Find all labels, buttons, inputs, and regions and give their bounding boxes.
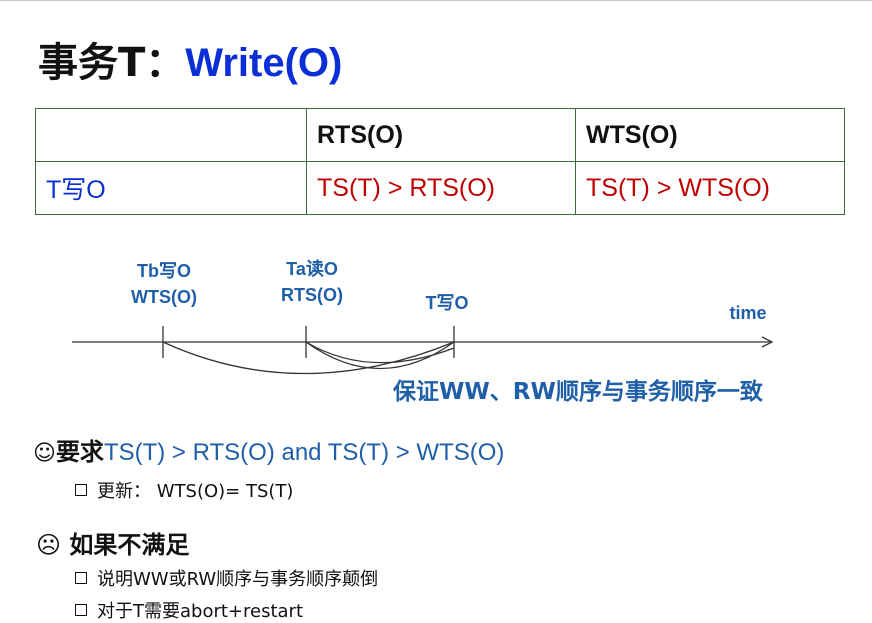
failure-heading: ☹ 如果不满足 (36, 525, 189, 560)
table-header-row: RTS(O) WTS(O) (35, 108, 845, 162)
table-header-empty (35, 108, 307, 162)
failure-item-2: 对于T需要abort+restart (97, 601, 304, 622)
tb-wts: WTS(O) (131, 287, 197, 307)
tb-label: Tb写O WTS(O) (118, 258, 210, 310)
time-axis-label: time (729, 303, 767, 323)
title-operation: Write(O) (185, 41, 343, 85)
list-item: 更新： WTS(O)= TS(T) (75, 477, 293, 503)
frown-icon: ☹ (36, 531, 62, 559)
requirement-line: ☺要求TS(T) > RTS(O) and TS(T) > WTS(O) (33, 432, 504, 467)
checkbox-bullet-icon (75, 484, 87, 496)
ta-op: Ta读O (286, 259, 338, 279)
table-cell-rts-condition: TS(T) > RTS(O) (306, 161, 576, 215)
failure-item-1: 说明WW或RW顺序与事务顺序颠倒 (97, 569, 379, 590)
checkbox-bullet-icon (75, 572, 87, 584)
smiley-icon: ☺ (33, 441, 56, 466)
arc-ta-to-t-upper (305, 341, 455, 364)
title-prefix: 事务T： (38, 40, 186, 86)
arc-tb-to-t (162, 341, 455, 375)
requirement-condition: TS(T) > RTS(O) and TS(T) > WTS(O) (103, 439, 505, 466)
list-item: 对于T需要abort+restart (75, 597, 303, 623)
arc-ta-to-t-lower (305, 341, 455, 370)
checkbox-bullet-icon (75, 604, 87, 616)
time-axis-arrow (761, 336, 774, 348)
update-text: 更新： WTS(O)= TS(T) (97, 481, 294, 502)
table-header-wts: WTS(O) (575, 108, 845, 162)
table-cell-wts-condition: TS(T) > WTS(O) (575, 161, 845, 215)
ta-label: Ta读O RTS(O) (266, 256, 358, 308)
condition-table: RTS(O) WTS(O) T写O TS(T) > RTS(O) TS(T) >… (35, 108, 845, 215)
table-cell-operation: T写O (35, 161, 307, 215)
order-note: 保证WW、RW顺序与事务顺序一致 (393, 379, 763, 405)
tb-op: Tb写O (137, 261, 191, 281)
slide-title: 事务T：Write(O) (38, 30, 342, 88)
list-item: 说明WW或RW顺序与事务顺序颠倒 (75, 565, 378, 591)
requirement-keyword: 要求 (55, 438, 104, 466)
failure-title: 如果不满足 (69, 531, 190, 559)
top-divider (0, 0, 872, 1)
t-label: T写O (425, 293, 469, 313)
table-row: T写O TS(T) > RTS(O) TS(T) > WTS(O) (35, 161, 845, 215)
ta-rts: RTS(O) (281, 285, 343, 305)
